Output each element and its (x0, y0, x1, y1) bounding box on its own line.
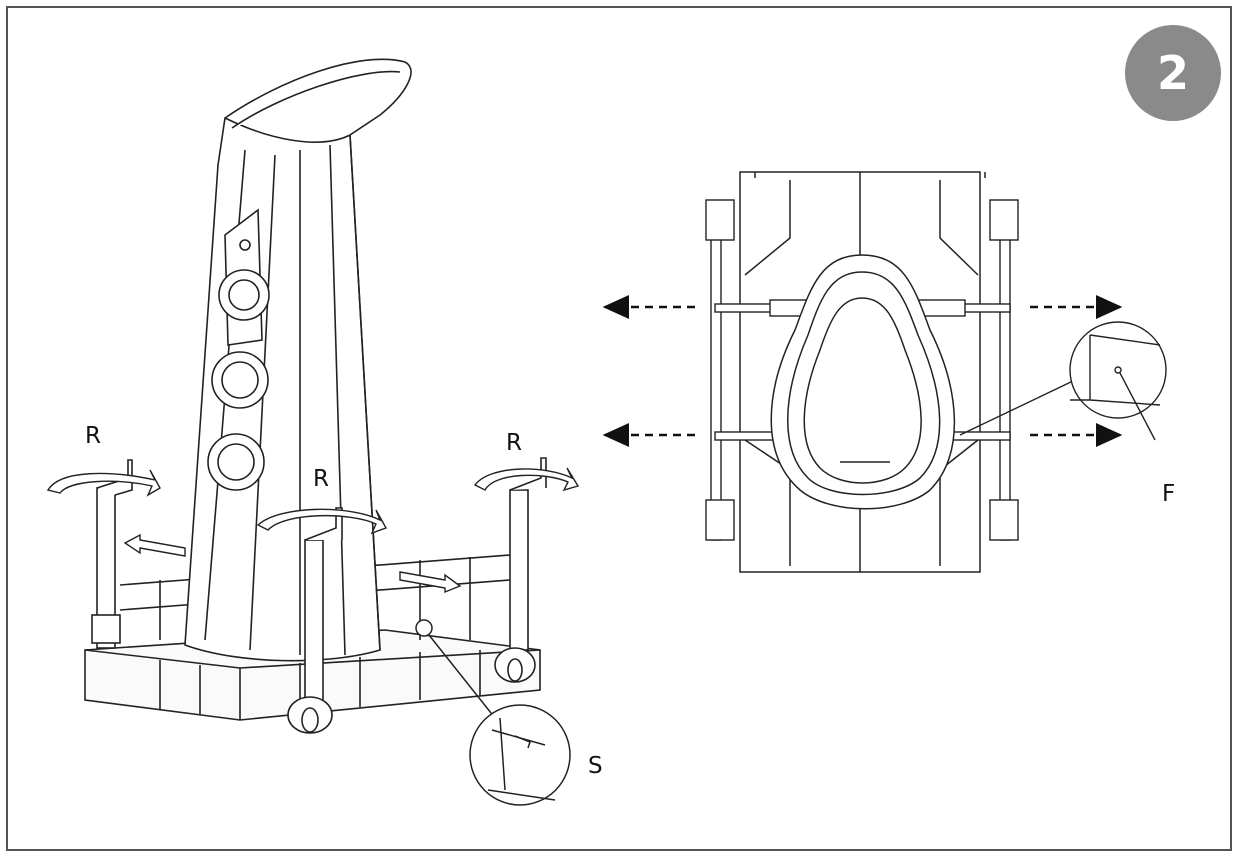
label-fastener: F (1162, 481, 1176, 507)
slide-arrows (123, 533, 462, 594)
fastener-detail-callout (959, 321, 1167, 441)
label-rotate-left: R (85, 423, 101, 449)
top-view-speaker (770, 254, 956, 510)
step-number-badge: 2 (1125, 25, 1221, 121)
screw-detail-callout (415, 619, 571, 806)
label-screw: S (588, 753, 603, 779)
outward-arrows (602, 295, 1123, 447)
lifting-jacks (91, 457, 547, 734)
speaker-cabinet (184, 58, 412, 662)
label-rotate-center: R (313, 466, 329, 492)
step-number-text: 2 (1156, 46, 1189, 100)
rotation-arrows (46, 467, 580, 535)
label-rotate-right: R (506, 430, 522, 456)
